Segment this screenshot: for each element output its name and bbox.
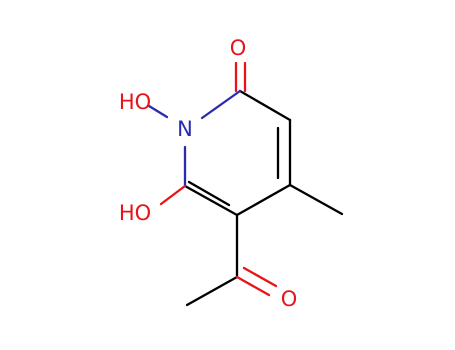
bond-n1-c2 <box>200 89 242 120</box>
atom-o1-label: O <box>230 36 247 60</box>
bond-c4-methyl <box>288 183 344 216</box>
atom-oh1-label: HO <box>119 90 151 114</box>
atom-n1-label: N <box>177 117 193 141</box>
bond-c5-c6-double <box>187 180 231 207</box>
bond-c4-c5 <box>235 183 292 217</box>
bond-acyl-o2-a <box>235 275 271 297</box>
bond-acyl-o2-b <box>242 266 278 288</box>
bond-c6-oh <box>159 184 187 206</box>
bond-acyl-methyl <box>185 275 239 307</box>
bond-c2-c3 <box>238 89 292 122</box>
bond-c5-c6 <box>183 184 239 217</box>
atom-o2-label: O <box>281 287 298 311</box>
atom-oh2-label: HO <box>119 201 151 225</box>
bond-n1-oh <box>147 104 169 119</box>
